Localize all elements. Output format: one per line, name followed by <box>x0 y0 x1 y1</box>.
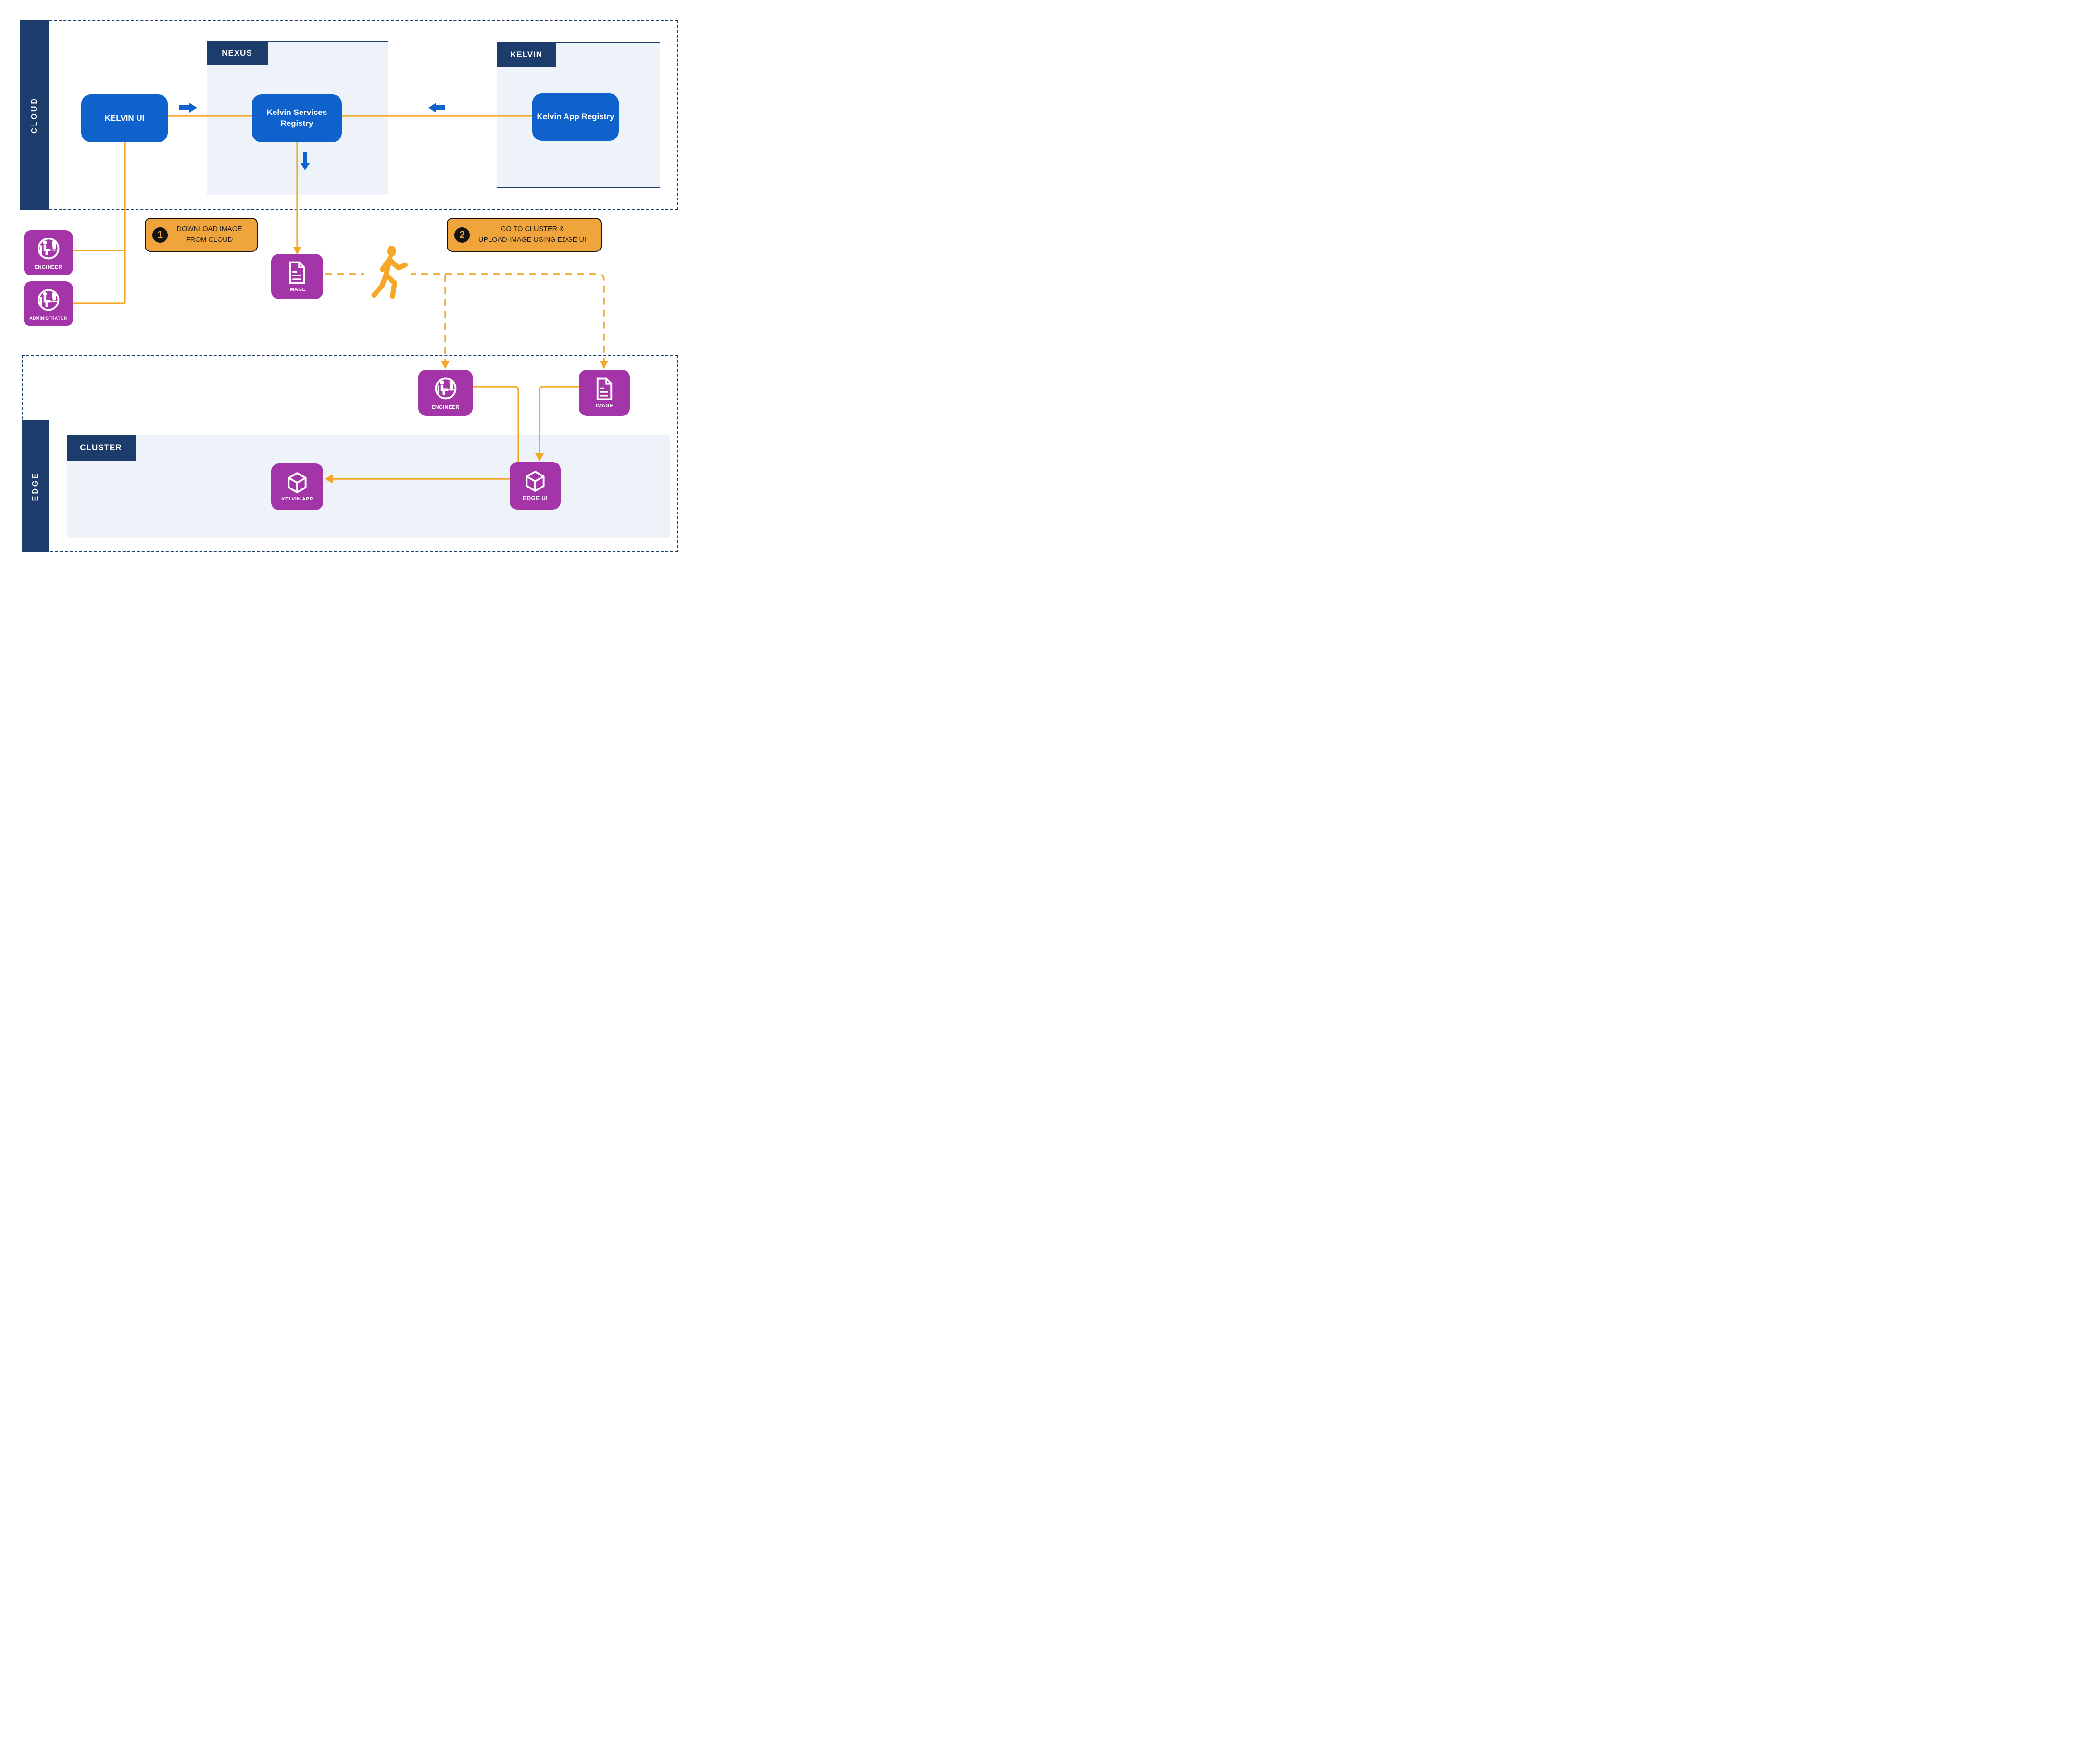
node-kelvin-ui-label: KELVIN UI <box>104 113 145 123</box>
callout-step-1: 1 DOWNLOAD IMAGE FROM CLOUD <box>145 218 258 252</box>
cloud-zone-label-bar: CLOUD <box>20 20 49 210</box>
node-kelvin-app-label: KELVIN APP <box>281 496 313 502</box>
node-image-edge: IMAGE <box>579 370 630 416</box>
cloud-zone-label: CLOUD <box>30 97 38 134</box>
walking-person-icon <box>371 246 408 299</box>
cluster-container-tab: CLUSTER <box>66 434 136 461</box>
node-kelvin-services-registry: Kelvin Services Registry <box>252 94 342 142</box>
document-icon <box>289 261 305 284</box>
cube-icon <box>288 472 307 493</box>
callout-step-2-line2: UPLOAD IMAGE USING EDGE UI <box>478 236 586 244</box>
callout-step-1-text: DOWNLOAD IMAGE FROM CLOUD <box>168 225 251 245</box>
node-kelvin-app-registry: Kelvin App Registry <box>532 93 619 141</box>
diagram-canvas: CLOUD EDGE NEXUS KELVIN CLUSTER <box>0 0 699 588</box>
kelvin-container-tab: KELVIN <box>496 42 556 67</box>
node-edge-ui: EDGE UI <box>510 462 561 510</box>
node-administrator-label: ADMINISTRATOR <box>29 315 67 321</box>
kelvin-container-label: KELVIN <box>510 50 543 59</box>
step-2-badge: 2 <box>454 227 470 243</box>
cluster-container-label: CLUSTER <box>80 443 122 452</box>
cube-icon <box>526 471 545 492</box>
node-edge-ui-label: EDGE UI <box>522 495 548 501</box>
node-engineer-edge: ENGINEER <box>418 370 473 416</box>
callout-step-2-line1: GO TO CLUSTER & <box>501 225 564 234</box>
node-image-cloud: IMAGE <box>271 254 323 299</box>
callout-step-2-text: GO TO CLUSTER & UPLOAD IMAGE USING EDGE … <box>470 225 595 245</box>
node-engineer-cloud-label: ENGINEER <box>34 264 63 270</box>
node-image-edge-label: IMAGE <box>595 402 614 409</box>
node-kelvin-ui: KELVIN UI <box>81 94 168 142</box>
walking-person <box>364 243 411 310</box>
document-icon <box>596 377 613 400</box>
nexus-container-label: NEXUS <box>222 48 252 58</box>
callout-step-2: 2 GO TO CLUSTER & UPLOAD IMAGE USING EDG… <box>447 218 602 252</box>
nexus-container-tab: NEXUS <box>206 41 268 65</box>
callout-step-1-line2: FROM CLOUD <box>186 236 233 244</box>
person-at-desk-icon <box>38 238 59 259</box>
person-at-desk-icon <box>435 377 456 399</box>
person-at-desk-icon <box>38 289 59 311</box>
node-administrator: ADMINISTRATOR <box>24 281 73 326</box>
node-kelvin-app-registry-label: Kelvin App Registry <box>537 112 615 122</box>
node-image-cloud-label: IMAGE <box>288 286 306 292</box>
node-engineer-cloud: ENGINEER <box>24 230 73 275</box>
step-1-badge: 1 <box>152 227 168 243</box>
callout-step-1-line1: DOWNLOAD IMAGE <box>176 225 242 234</box>
node-kelvin-services-registry-label: Kelvin Services Registry <box>266 108 327 128</box>
cluster-container: CLUSTER <box>66 434 670 538</box>
node-engineer-edge-label: ENGINEER <box>431 404 460 410</box>
edge-zone-label: EDGE <box>31 471 39 501</box>
edge-zone-label-bar: EDGE <box>22 420 49 552</box>
node-kelvin-app: KELVIN APP <box>271 463 323 510</box>
